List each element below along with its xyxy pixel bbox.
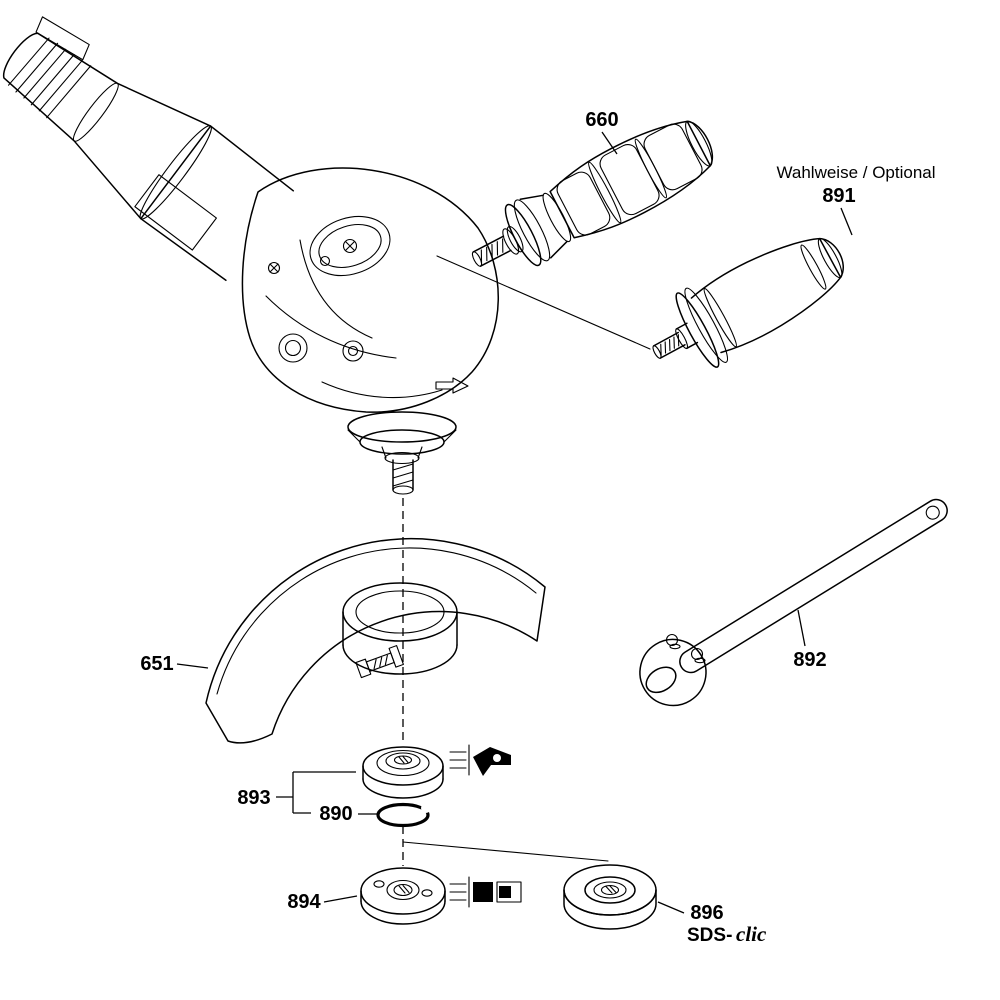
label-896: 896 <box>690 902 723 924</box>
flange-893-drawing <box>362 746 444 799</box>
leader-660 <box>601 131 618 155</box>
label-894: 894 <box>287 891 321 913</box>
optional-handle-891-drawing <box>652 237 844 368</box>
clamp-screw-drawing <box>355 645 404 679</box>
label-sds-suffix: clic <box>736 922 767 946</box>
axis-branch-to-nut896 <box>402 841 609 862</box>
side-handle-660-drawing <box>471 120 714 267</box>
gear-head-drawing <box>241 167 499 413</box>
handle-thread <box>480 238 504 264</box>
o-ring-890-drawing <box>376 802 431 828</box>
handle-mount-line <box>436 255 651 350</box>
grip-pad <box>643 123 703 191</box>
label-651: 651 <box>140 653 173 675</box>
assembly-axis-lines <box>402 498 609 866</box>
clamp-band-drawing <box>342 582 458 675</box>
spindle-thread <box>392 463 414 487</box>
part-labels: 660 Wahlweise / Optional 891 892 651 893… <box>140 109 935 946</box>
pin-wrench-892-drawing <box>639 498 948 707</box>
spindle-lock-button <box>342 238 358 254</box>
guard-651-drawing <box>205 537 546 744</box>
mounting-pictogram-893 <box>449 744 511 776</box>
leader-891 <box>840 207 853 236</box>
pin-hole <box>421 889 433 897</box>
housing-screw <box>267 261 281 275</box>
knurled-rim <box>563 889 657 930</box>
clamping-nut-894-drawing <box>360 867 446 925</box>
leader-lines <box>176 131 853 914</box>
handle-thread <box>660 334 680 356</box>
wrench-pin <box>665 633 679 647</box>
sds-clic-nut-896-drawing <box>563 864 657 930</box>
leader-651 <box>176 663 209 669</box>
nameplate <box>134 174 217 251</box>
leader-894 <box>323 895 358 903</box>
pin-hole <box>373 880 385 888</box>
label-660: 660 <box>585 109 618 131</box>
mounting-pictogram-894 <box>449 876 522 908</box>
label-893: 893 <box>237 787 270 809</box>
leader-896 <box>657 901 685 914</box>
label-sds-prefix: SDS- <box>687 925 732 946</box>
vent-slits <box>7 37 92 119</box>
rotation-arrow-icon <box>435 377 469 394</box>
label-890: 890 <box>319 803 352 825</box>
label-892: 892 <box>793 649 826 671</box>
spindle-drawing <box>347 411 457 495</box>
hanging-hole <box>925 505 940 520</box>
motor-housing-drawing <box>3 16 295 282</box>
wrench-pin <box>690 647 704 661</box>
label-891: 891 <box>822 185 855 207</box>
leader-892 <box>797 609 806 647</box>
label-optional-note: Wahlweise / Optional <box>776 163 935 182</box>
grip-texture-pad <box>35 16 90 61</box>
grip-pad <box>556 171 611 236</box>
bracket-893 <box>276 771 356 814</box>
angle-grinder-drawing <box>3 16 499 495</box>
